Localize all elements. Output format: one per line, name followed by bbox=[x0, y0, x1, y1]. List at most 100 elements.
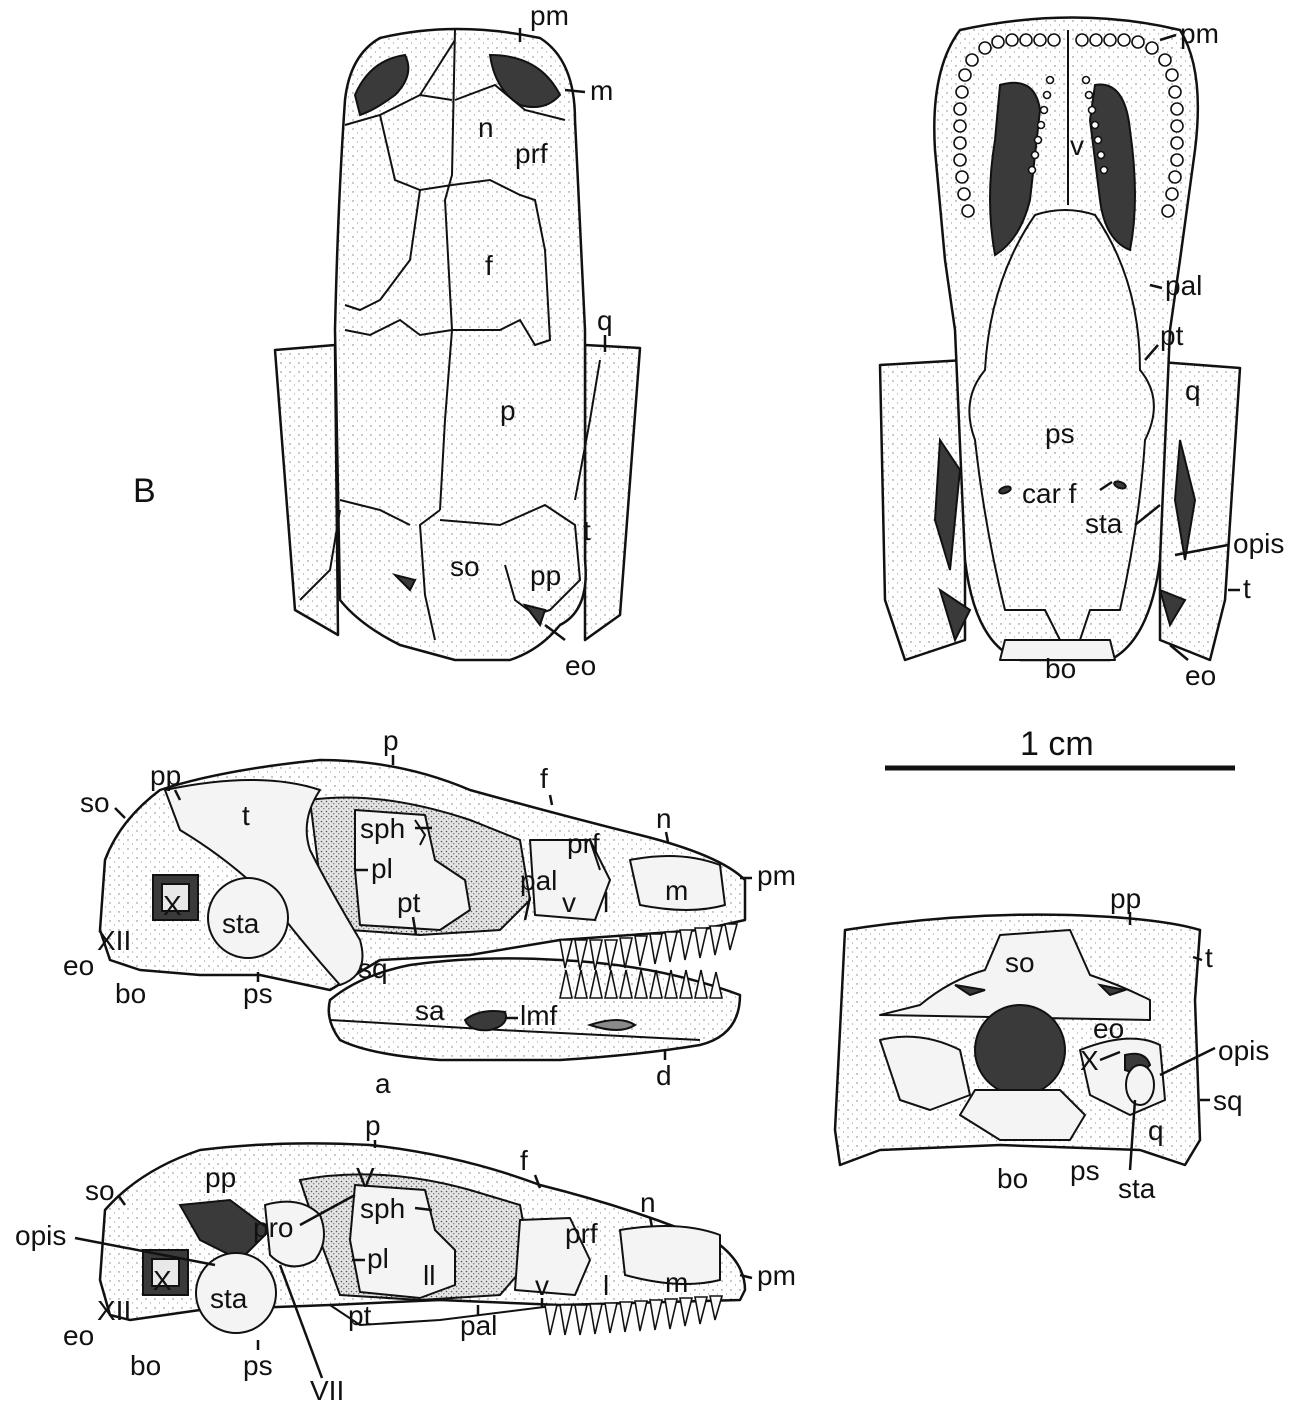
lateral-label-ps: ps bbox=[243, 978, 273, 1009]
lateral-prefrontal bbox=[529, 839, 611, 921]
lateral-label-t: t bbox=[242, 800, 250, 831]
medial-label-pm: pm bbox=[757, 1260, 796, 1291]
occipital-label-opis: opis bbox=[1218, 1035, 1269, 1066]
lateral-label-n: n bbox=[656, 803, 672, 834]
medial-label-f: f bbox=[520, 1145, 528, 1176]
lateral-label-sta: sta bbox=[222, 908, 260, 939]
lateral-label-v: v bbox=[562, 887, 576, 918]
ventral-view bbox=[878, 16, 1242, 662]
ventral-left-quadrate bbox=[878, 358, 967, 662]
scale-bar-label: 1 cm bbox=[1020, 725, 1094, 763]
ventral-right-choana bbox=[1088, 83, 1136, 252]
ventral-label-ps: ps bbox=[1045, 418, 1075, 449]
occipital-view bbox=[833, 913, 1202, 1167]
lateral-stapes bbox=[207, 877, 289, 959]
medial-label-n: n bbox=[640, 1187, 656, 1218]
lateral-label-XII: XII bbox=[97, 925, 131, 956]
lateral-maxilla-window bbox=[629, 855, 726, 911]
lateral-mandibular-fenestra bbox=[463, 1010, 507, 1032]
ventral-label-bo: bo bbox=[1045, 653, 1076, 684]
dorsal-label-t: t bbox=[583, 515, 591, 546]
lateral-label-m: m bbox=[665, 875, 688, 906]
medial-label-l: l bbox=[603, 1270, 609, 1301]
medial-label-p: p bbox=[365, 1110, 381, 1141]
dorsal-label-prf: prf bbox=[515, 138, 548, 169]
lateral-label-lmf: lmf bbox=[520, 1000, 558, 1031]
occipital-label-sq: sq bbox=[1213, 1085, 1243, 1116]
lateral-label-a: a bbox=[375, 1068, 391, 1099]
medial-view bbox=[98, 1142, 747, 1334]
medial-label-m: m bbox=[665, 1267, 688, 1298]
dorsal-label-q: q bbox=[597, 305, 613, 336]
medial-label-V: V bbox=[356, 1162, 375, 1193]
medial-label-bo: bo bbox=[130, 1350, 161, 1381]
dorsal-view bbox=[273, 27, 642, 662]
medial-label-eo: eo bbox=[63, 1320, 94, 1351]
medial-label-pal: pal bbox=[460, 1310, 497, 1341]
lateral-label-f: f bbox=[540, 763, 548, 794]
ventral-labels: pm v pal pt q ps car f sta opis t bo eo bbox=[1022, 18, 1284, 691]
occipital-label-X: X bbox=[1080, 1045, 1099, 1076]
dorsal-label-so: so bbox=[450, 551, 480, 582]
lateral-lower-tooth-row bbox=[559, 969, 724, 999]
lateral-label-sq: sq bbox=[358, 953, 388, 984]
medial-label-ll: ll bbox=[423, 1260, 435, 1291]
lateral-label-p: p bbox=[383, 725, 399, 756]
dorsal-left-quadrate-wing bbox=[273, 343, 340, 637]
lateral-labels: pp p so t f n sph prf pl pm pal X sta pt… bbox=[63, 725, 796, 1099]
lateral-label-X: X bbox=[163, 890, 182, 921]
medial-prefrontal bbox=[514, 1217, 591, 1296]
medial-sphenethmoid bbox=[349, 1184, 456, 1299]
medial-label-sta: sta bbox=[210, 1283, 248, 1314]
lateral-label-pal: pal bbox=[520, 865, 557, 896]
occipital-label-t: t bbox=[1205, 942, 1213, 973]
occipital-label-q: q bbox=[1148, 1115, 1164, 1146]
lateral-label-pm: pm bbox=[757, 860, 796, 891]
occipital-labels: pp so t eo X opis sq q bo ps sta bbox=[997, 883, 1269, 1204]
ventral-tooth-row bbox=[953, 33, 1184, 218]
occipital-label-pp: pp bbox=[1110, 883, 1141, 914]
dorsal-label-p: p bbox=[500, 395, 516, 426]
dorsal-right-naris bbox=[488, 53, 562, 108]
lateral-label-sph: sph bbox=[360, 813, 405, 844]
dorsal-skull-outline bbox=[333, 27, 587, 662]
lateral-label-prf: prf bbox=[567, 828, 600, 859]
medial-label-pro: pro bbox=[253, 1212, 293, 1243]
ventral-label-q: q bbox=[1185, 375, 1201, 406]
dorsal-left-naris bbox=[353, 53, 410, 117]
dorsal-labels: pm m n prf f q p t so pp eo bbox=[450, 0, 613, 681]
occipital-label-bo: bo bbox=[997, 1163, 1028, 1194]
medial-label-sph: sph bbox=[360, 1193, 405, 1224]
lateral-label-pl: pl bbox=[371, 853, 393, 884]
scale-bar: 1 cm bbox=[885, 725, 1235, 771]
medial-label-pp: pp bbox=[205, 1162, 236, 1193]
lateral-label-pt: pt bbox=[397, 887, 421, 918]
medial-label-X: X bbox=[153, 1265, 172, 1296]
medial-otic-notch bbox=[178, 1198, 272, 1262]
medial-label-pl: pl bbox=[367, 1243, 389, 1274]
medial-label-VII: VII bbox=[310, 1375, 344, 1406]
ventral-label-pm: pm bbox=[1180, 18, 1219, 49]
lateral-label-l: l bbox=[603, 887, 609, 918]
dorsal-label-eo: eo bbox=[565, 650, 596, 681]
dorsal-right-quadrate-wing bbox=[583, 343, 642, 642]
medial-label-pt: pt bbox=[348, 1300, 372, 1331]
occipital-label-eo: eo bbox=[1093, 1013, 1124, 1044]
lateral-label-so: so bbox=[80, 787, 110, 818]
lateral-lower-jaw bbox=[327, 957, 742, 1062]
ventral-label-t: t bbox=[1243, 573, 1251, 604]
ventral-parasphenoid bbox=[968, 209, 1155, 641]
lateral-label-d: d bbox=[656, 1060, 672, 1091]
medial-label-XII: XII bbox=[97, 1295, 131, 1326]
lateral-sphenethmoid bbox=[354, 809, 471, 931]
lateral-label-pp: pp bbox=[150, 760, 181, 791]
occipital-label-sta: sta bbox=[1118, 1173, 1156, 1204]
medial-labels: p so pp f V n sph opis pro prf pl ll X s… bbox=[15, 1110, 796, 1406]
occipital-basioccipital bbox=[959, 1089, 1086, 1141]
medial-label-v: v bbox=[535, 1270, 549, 1301]
lateral-label-bo: bo bbox=[115, 978, 146, 1009]
medial-label-ps: ps bbox=[243, 1350, 273, 1381]
medial-stapes bbox=[195, 1252, 277, 1334]
occipital-label-ps: ps bbox=[1070, 1155, 1100, 1186]
